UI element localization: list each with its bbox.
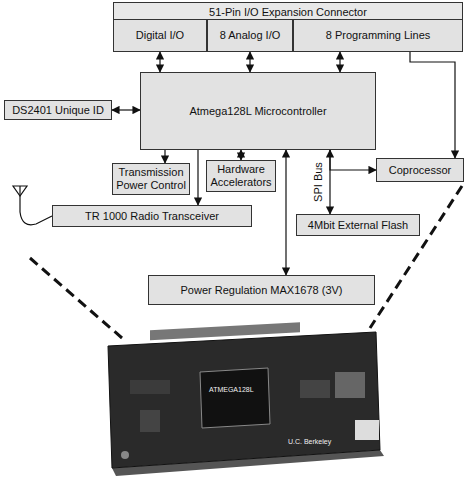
connector <box>240 150 241 160</box>
connector <box>339 52 340 72</box>
box-label: 8 Analog I/O <box>217 28 284 43</box>
radio-box: TR 1000 Radio Transceiver <box>52 205 252 227</box>
antenna-symbol <box>19 186 20 212</box>
io-cell: 8 Programming Lines <box>293 19 463 52</box>
io-cell: 8 Analog I/O <box>207 19 293 52</box>
expansion-connector: 51-Pin I/O Expansion ConnectorDigital I/… <box>113 2 463 52</box>
switch <box>355 420 379 440</box>
io-cell: Digital I/O <box>113 19 207 52</box>
box-label: Transmission Power Control <box>113 165 189 192</box>
connector <box>285 150 286 275</box>
component <box>300 380 330 398</box>
connector <box>159 52 160 72</box>
box-label: Hardware Accelerators <box>207 162 275 189</box>
box-label: Atmega128L Microcontroller <box>186 104 329 119</box>
box-label: DS2401 Unique ID <box>9 103 107 118</box>
box-label: 4Mbit External Flash <box>305 218 411 233</box>
bus-label: SPI Bus <box>312 160 324 204</box>
microcontroller-box: Atmega128L Microcontroller <box>140 72 376 150</box>
coprocessor-box: Coprocessor <box>376 158 464 182</box>
zoom-line <box>370 186 462 328</box>
microcontroller-chip <box>200 368 270 428</box>
flash-box: 4Mbit External Flash <box>296 214 420 236</box>
component <box>130 380 170 394</box>
connector-strip <box>150 322 300 340</box>
box-label: TR 1000 Radio Transceiver <box>82 209 222 224</box>
box-label: Power Regulation MAX1678 (3V) <box>177 283 345 298</box>
power-control-box: Transmission Power Control <box>112 163 190 195</box>
mount-hole <box>121 451 129 459</box>
power-box: Power Regulation MAX1678 (3V) <box>148 275 375 305</box>
component <box>335 372 365 398</box>
connector <box>330 150 376 170</box>
box-label: 8 Programming Lines <box>323 28 434 43</box>
circuit-board <box>108 332 380 468</box>
connector <box>197 150 198 205</box>
box-label: Coprocessor <box>386 163 454 178</box>
chip-marking: ATMEGA128L <box>209 386 254 393</box>
connector <box>410 52 455 158</box>
antenna-wire <box>20 212 52 225</box>
connector <box>164 150 165 163</box>
zoom-line <box>30 258 122 338</box>
id-chip-box: DS2401 Unique ID <box>4 100 112 120</box>
component <box>140 410 160 432</box>
accelerator-box: Hardware Accelerators <box>206 160 276 192</box>
board-marking: U.C. Berkeley <box>288 438 331 445</box>
box-label: Digital I/O <box>133 28 187 43</box>
connector <box>249 52 250 72</box>
connector <box>112 109 140 110</box>
